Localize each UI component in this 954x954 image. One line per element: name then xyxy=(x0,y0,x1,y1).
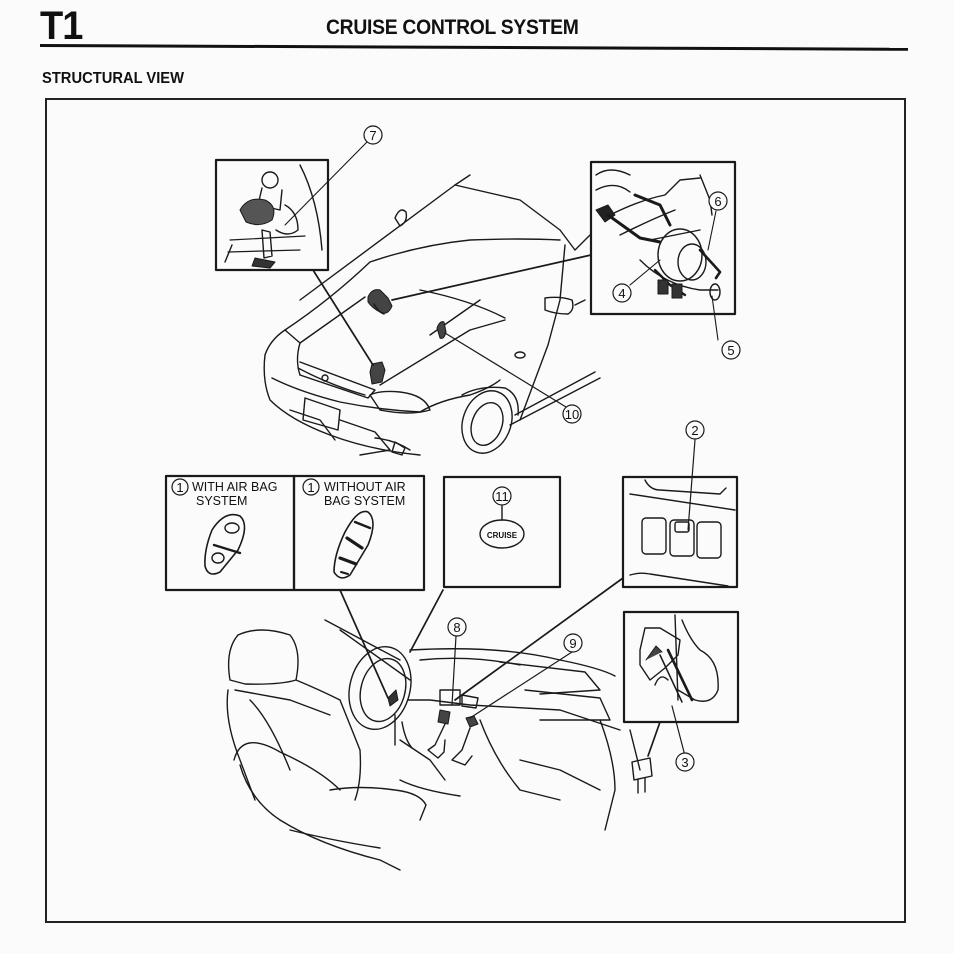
svg-text:1: 1 xyxy=(307,480,314,495)
callout-8: 8 xyxy=(447,617,467,637)
diagram-frame xyxy=(45,98,906,923)
callout-5: 5 xyxy=(721,340,741,360)
svg-text:10: 10 xyxy=(565,407,579,422)
cruise-connector xyxy=(631,757,653,794)
svg-text:9: 9 xyxy=(569,636,576,651)
page-title: CRUISE CONTROL SYSTEM xyxy=(326,16,579,39)
callout-1-with-airbag: 1 xyxy=(171,478,189,496)
svg-text:3: 3 xyxy=(681,755,688,770)
without-air-bag-label-line2: BAG SYSTEM xyxy=(324,494,405,508)
inset-main-switch: WITH AIR BAG SYSTEM WITHOUT AIR BAG SYST… xyxy=(164,474,426,592)
callout-9: 9 xyxy=(563,633,583,653)
leader-lines-exterior xyxy=(284,141,719,408)
inset-control-switch xyxy=(621,475,739,589)
svg-text:5: 5 xyxy=(727,343,734,358)
svg-text:4: 4 xyxy=(618,286,625,301)
section-heading: STRUCTURAL VIEW xyxy=(42,70,185,87)
callout-11: 11 xyxy=(492,486,512,506)
svg-text:6: 6 xyxy=(714,194,721,209)
leader-lines-interior xyxy=(339,439,696,757)
car-exterior-illustration xyxy=(263,174,601,456)
svg-text:7: 7 xyxy=(369,128,376,143)
inset-actuator xyxy=(589,160,737,316)
with-air-bag-label-line2: SYSTEM xyxy=(196,494,247,508)
callout-4: 4 xyxy=(612,283,632,303)
svg-text:1: 1 xyxy=(176,480,183,495)
callout-1-without-airbag: 1 xyxy=(302,478,320,496)
with-air-bag-label-line1: WITH AIR BAG xyxy=(192,480,277,494)
callout-3: 3 xyxy=(675,752,695,772)
inset-clutch-switch xyxy=(622,610,740,724)
callout-2: 2 xyxy=(685,420,705,440)
section-code: T1 xyxy=(40,4,83,48)
cruise-indicator-text: CRUISE xyxy=(487,531,518,540)
callout-10: 10 xyxy=(562,404,582,424)
inset-brake-switch xyxy=(214,158,330,272)
svg-text:2: 2 xyxy=(691,423,698,438)
svg-text:8: 8 xyxy=(453,620,460,635)
callout-6: 6 xyxy=(708,191,728,211)
svg-text:11: 11 xyxy=(495,489,509,504)
inset-cruise-indicator: CRUISE xyxy=(442,475,562,589)
callout-markers: 7 6 4 5 10 2 1 1 xyxy=(171,125,741,772)
interior-illustration xyxy=(226,619,641,871)
callout-7: 7 xyxy=(363,125,383,145)
without-air-bag-label-line1: WITHOUT AIR xyxy=(324,480,406,494)
